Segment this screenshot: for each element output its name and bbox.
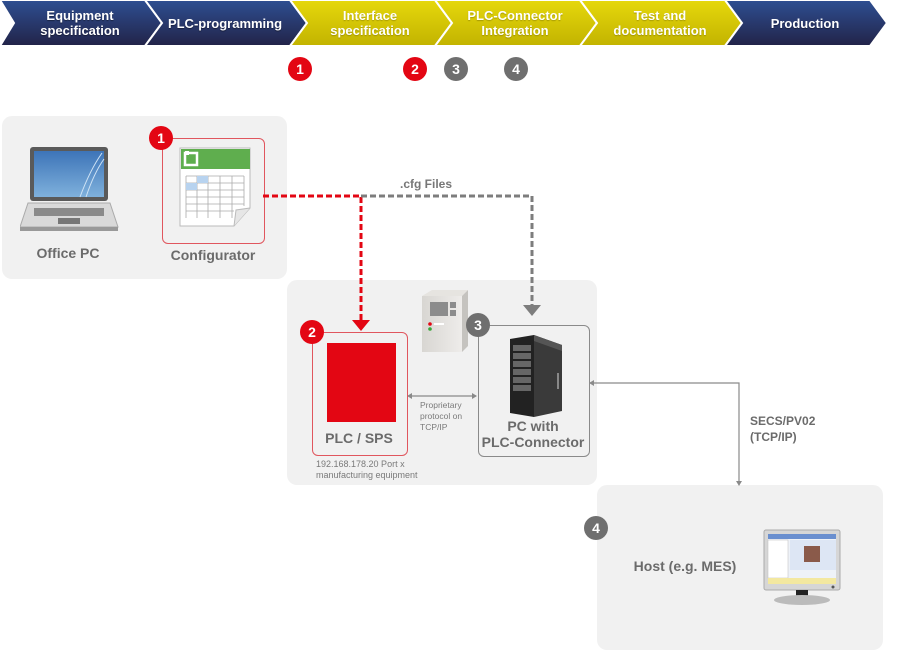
connector-pc-badge: 3 (466, 313, 490, 337)
step-badge-4: 4 (504, 57, 528, 81)
plc-badge: 2 (300, 320, 324, 344)
server-tower-icon (510, 335, 562, 417)
process-step-test-documentation: Test and documentation (590, 0, 730, 46)
configurator-badge: 1 (149, 126, 173, 150)
cfg-red-line (263, 194, 363, 322)
plc-device-block (327, 343, 396, 422)
process-banner (0, 0, 889, 47)
step-label: Test and documentation (613, 8, 707, 38)
connector-pc-label: PC with PLC-Connector (481, 418, 585, 450)
cfg-gray-arrowhead (523, 305, 541, 316)
step-badge-1: 1 (288, 57, 312, 81)
connector-pc-box[interactable] (478, 325, 590, 457)
plc-address-note: 192.168.178.20 Port x manufacturing equi… (316, 459, 418, 480)
step-label: PLC-Connector Integration (467, 8, 563, 38)
host-label: Host (e.g. MES) (633, 558, 737, 574)
cfg-gray-line (361, 194, 534, 306)
process-step-production: Production (735, 0, 875, 46)
step-label: Equipment specification (40, 8, 120, 38)
laptop-icon (20, 147, 119, 231)
step-shape-6 (723, 0, 889, 47)
equipment-cabinet-icon (422, 290, 468, 352)
host-badge: 4 (584, 516, 608, 540)
step-badge-2: 2 (403, 57, 427, 81)
step-badge-3: 3 (444, 57, 468, 81)
process-step-plc-connector-integration: PLC-Connector Integration (445, 0, 585, 46)
step-label: Production (770, 15, 840, 31)
plc-box[interactable] (312, 332, 408, 456)
monitor-icon (763, 529, 841, 605)
step-label: Interface specification (330, 8, 410, 38)
plc-label: PLC / SPS (325, 430, 393, 446)
step-label: PLC-programming (167, 15, 283, 31)
configurator-box[interactable] (162, 138, 265, 244)
configurator-label: Configurator (170, 247, 256, 263)
spreadsheet-icon (179, 147, 251, 227)
process-step-interface-specification: Interface specification (300, 0, 440, 46)
office-pc-label: Office PC (36, 245, 100, 261)
secs-link (590, 382, 740, 484)
secs-protocol-label: SECS/PV02 (TCP/IP) (750, 414, 816, 444)
cfg-red-arrowhead (352, 320, 370, 331)
proprietary-protocol-label: Proprietary protocol on TCP/IP (420, 400, 463, 432)
cfg-files-label: .cfg Files (400, 177, 453, 191)
process-step-plc-programming: PLC-programming (155, 0, 295, 46)
process-step-equipment-specification: Equipment specification (10, 0, 150, 46)
